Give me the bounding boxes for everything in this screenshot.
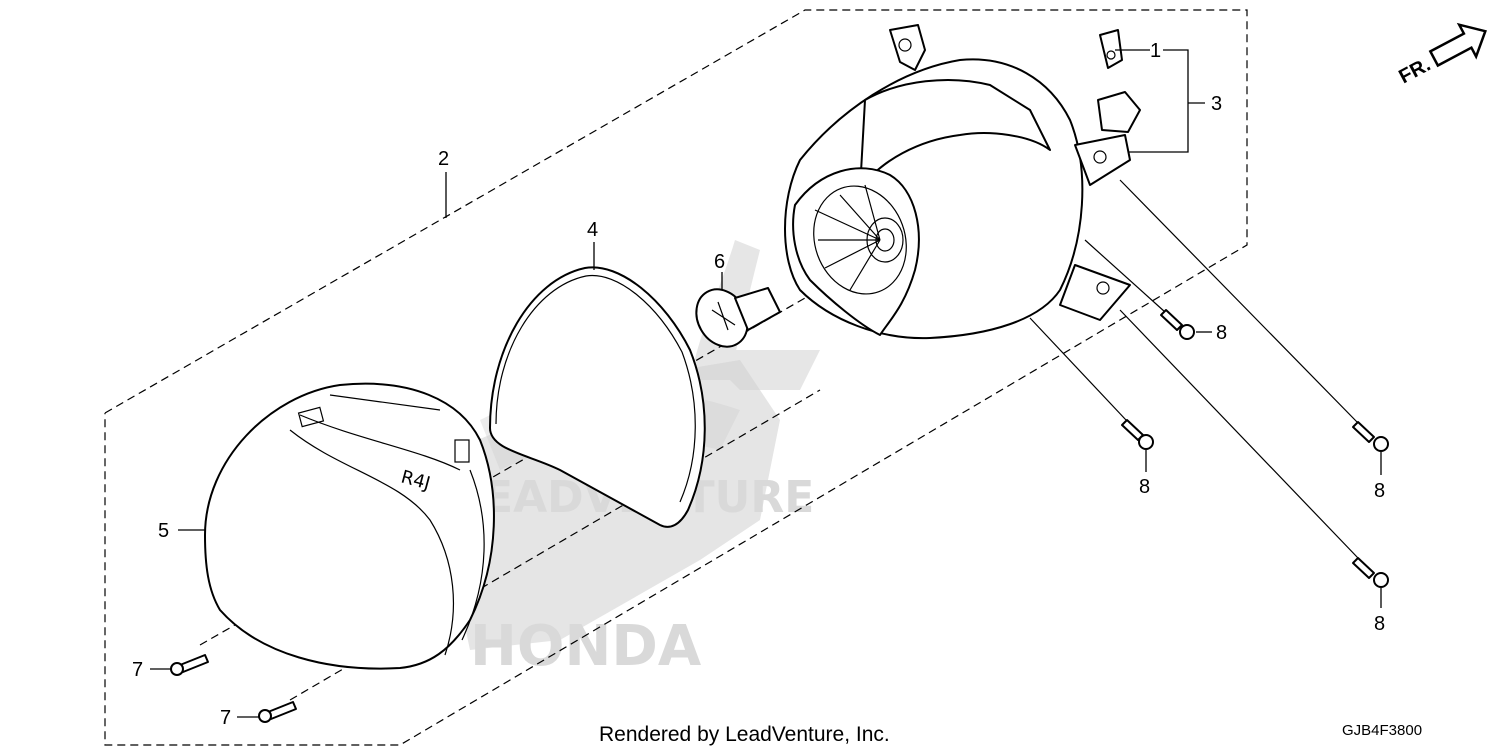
headlight-bulb [695, 287, 781, 348]
screw-8c [1352, 421, 1389, 452]
watermark-brand-bottom: HONDA [470, 614, 702, 679]
arrow-icon [1428, 22, 1487, 68]
headlight-housing [784, 24, 1141, 340]
assembly-outline [104, 9, 1248, 746]
callout-labels: 1 2 3 4 5 6 7 7 8 8 8 8 [132, 40, 1385, 729]
screw-7a [170, 654, 209, 676]
callout-8a: 8 [1216, 322, 1227, 344]
direction-label: FR. [1395, 54, 1434, 89]
screw-8d [1352, 557, 1389, 588]
screw-7b [258, 701, 297, 723]
callout-6: 6 [714, 251, 725, 273]
callout-8b: 8 [1139, 476, 1150, 498]
screw-8b [1121, 419, 1154, 450]
callout-8d: 8 [1374, 613, 1385, 635]
diagram-code: GJB4F3800 [1342, 722, 1422, 739]
callout-2: 2 [438, 148, 449, 170]
callout-1: 1 [1150, 40, 1161, 62]
callout-4: 4 [587, 219, 598, 241]
callout-7b: 7 [220, 707, 231, 729]
headlight-lens: R4J [204, 382, 495, 670]
front-direction-indicator: FR. [1395, 22, 1487, 89]
mounting-clip [1099, 29, 1123, 69]
callout-7a: 7 [132, 659, 143, 681]
callout-leaders [150, 49, 1382, 718]
callout-8c: 8 [1374, 480, 1385, 502]
callout-3: 3 [1211, 93, 1222, 115]
screw-paths [1029, 179, 1359, 559]
lens-gasket [489, 266, 706, 528]
screw-8a [1160, 309, 1195, 340]
rendered-by-credit: Rendered by LeadVenture, Inc. [599, 723, 890, 746]
callout-5: 5 [158, 520, 169, 542]
